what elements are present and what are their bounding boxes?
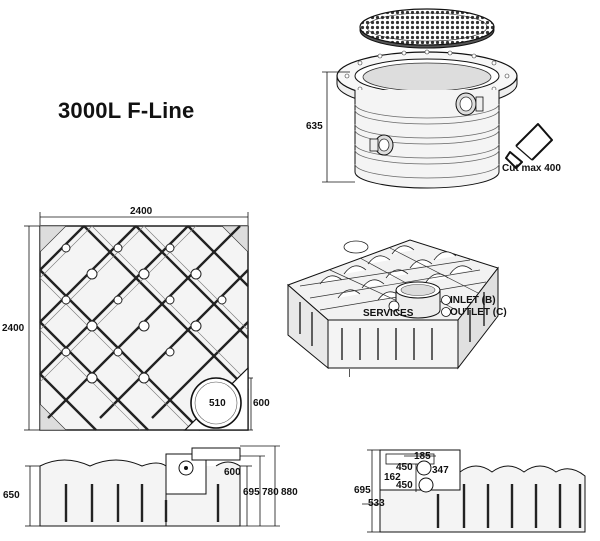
plan-depth-label: 2400 — [2, 323, 25, 334]
opening-offset-label: 600 — [253, 398, 270, 409]
dim-695-label: 695 — [243, 487, 260, 498]
plan-width-label: 2400 — [130, 206, 153, 217]
cut-max-label: Cut max 400 — [502, 163, 561, 174]
dim-880-label: 880 — [281, 487, 298, 498]
dim-450-top-label: 450 — [396, 462, 413, 473]
dim-533-label: 533 — [368, 498, 385, 509]
tank-height-label: 650 — [3, 490, 20, 501]
dim-780-label: 780 — [262, 487, 279, 498]
access-opening — [183, 366, 249, 431]
services-label: SERVICES — [363, 308, 414, 319]
tick-mark — [349, 369, 350, 377]
opening-diameter-label: 510 — [209, 398, 226, 409]
access-neck — [388, 281, 451, 319]
riser-body — [354, 90, 500, 189]
isometric-tank-drawing — [287, 239, 499, 370]
dim-450-bottom-label: 450 — [396, 480, 413, 491]
side-view-left-drawing — [25, 445, 280, 527]
dim-162-label: 162 — [384, 472, 401, 483]
riser-chamber-drawing — [322, 8, 553, 189]
inlet-label: INLET (B) — [450, 295, 496, 306]
manhole-lid — [359, 8, 495, 49]
riser-flange — [336, 49, 518, 109]
hacksaw-icon — [505, 123, 553, 169]
chamber-height-label: 635 — [306, 121, 323, 132]
dim-695-right-label: 695 — [354, 485, 371, 496]
side-view-right-drawing — [362, 449, 586, 533]
dim-185-label: 185 — [414, 451, 431, 462]
rib-pattern — [39, 225, 249, 431]
chamber-height-dimension — [322, 71, 355, 183]
rib-nodes — [61, 243, 227, 384]
product-title: 3000L F-Line — [58, 98, 195, 123]
plan-view-drawing — [24, 212, 253, 431]
outlet-label: OUTLET (C) — [450, 307, 507, 318]
neck-height-label: 600 — [224, 467, 241, 478]
dim-347-label: 347 — [432, 465, 449, 476]
